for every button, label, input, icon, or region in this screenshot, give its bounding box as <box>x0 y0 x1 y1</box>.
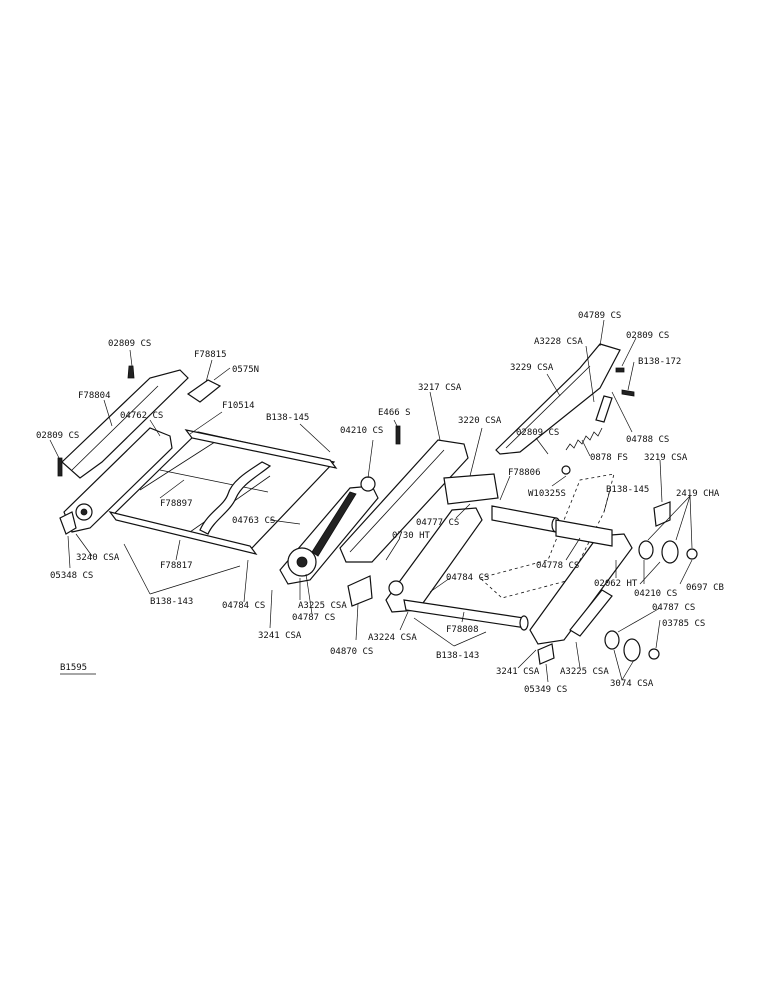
pin-02809-left <box>57 457 63 477</box>
nut-0697 <box>686 548 698 560</box>
label-04763: 04763 CS <box>232 516 275 526</box>
label-a3225-b: A3225 CSA <box>560 667 609 677</box>
label-0697: 0697 CB <box>686 583 724 593</box>
label-b138-145-b: B138-145 <box>606 485 649 495</box>
label-w10325: W10325S <box>528 489 566 499</box>
label-3074: 3074 CSA <box>610 679 654 689</box>
pin-e466 <box>395 425 401 445</box>
label-03785: 03785 CS <box>662 619 705 629</box>
label-a3224: A3224 CSA <box>368 633 417 643</box>
label-05349: 05349 CS <box>524 685 567 695</box>
left-side-frame <box>63 427 173 533</box>
label-f78806: F78806 <box>508 468 541 478</box>
label-02062: 02062 HT <box>594 579 638 589</box>
bracket-05349 <box>537 643 555 665</box>
label-02809-top: 02809 CS <box>108 339 151 349</box>
left-front-roller <box>108 511 258 555</box>
label-0878: 0878 FS <box>590 453 628 463</box>
label-b138-145-a: B138-145 <box>266 413 309 423</box>
label-b138-172: B138-172 <box>638 357 681 367</box>
leader-lines <box>49 319 693 683</box>
label-3240: 3240 CSA <box>76 553 120 563</box>
bearing-04787 <box>604 630 620 650</box>
label-a3225-a: A3225 CSA <box>298 601 347 611</box>
label-f78897: F78897 <box>160 499 193 509</box>
label-3220: 3220 CSA <box>458 416 502 426</box>
label-3241-b: 3241 CSA <box>496 667 540 677</box>
label-3241-a: 3241 CSA <box>258 631 302 641</box>
label-02809-mid: 02809 CS <box>516 428 559 438</box>
label-04789: 04789 CS <box>578 311 621 321</box>
flange-2419 <box>661 540 679 564</box>
label-f78815: F78815 <box>194 350 227 360</box>
label-04787-b: 04787 CS <box>652 603 695 613</box>
label-f10514: F10514 <box>222 401 255 411</box>
left-top-cover-edge <box>71 385 159 471</box>
left-belt-slat-2 <box>159 469 269 493</box>
pin-02809-top <box>127 365 135 379</box>
label-04870: 04870 CS <box>330 647 373 657</box>
lower-roller-end <box>519 615 529 631</box>
bearing-04210 <box>638 540 654 560</box>
center-side-frame-a3224 <box>385 507 483 613</box>
left-rear-roller <box>184 429 338 469</box>
left-frame-bracket <box>59 511 77 535</box>
pin-b138-172 <box>621 389 635 397</box>
left-frame-hub-center <box>80 508 88 516</box>
right-roller-04778 <box>555 519 613 547</box>
label-f78804: F78804 <box>78 391 111 401</box>
label-04210-b: 04210 CS <box>634 589 677 599</box>
label-f78808: F78808 <box>446 625 479 635</box>
center-roller-f78806 <box>491 505 557 533</box>
label-04778: 04778 CS <box>536 561 579 571</box>
label-e466: E466 S <box>378 408 411 418</box>
label-f78817: F78817 <box>160 561 193 571</box>
label-04784-b: 04784 CS <box>446 573 489 583</box>
tension-rod-a3228 <box>595 395 613 423</box>
diagram-id: B1595 <box>60 663 87 673</box>
label-05348: 05348 CS <box>50 571 93 581</box>
bracket-3219 <box>653 501 671 527</box>
label-2419: 2419 CHA <box>676 489 720 499</box>
label-04784-a: 04784 CS <box>222 601 265 611</box>
label-02809-left: 02809 CS <box>36 431 79 441</box>
bolt-w10325 <box>561 465 571 475</box>
bearing-plate-f78815 <box>186 379 222 403</box>
label-3219: 3219 CSA <box>644 453 688 463</box>
right-top-cover-3229 <box>495 343 621 455</box>
pin-02809-right <box>615 367 625 373</box>
label-b138-143-b: B138-143 <box>436 651 479 661</box>
label-02809-right: 02809 CS <box>626 331 669 341</box>
drive-chain-04763 <box>311 491 357 557</box>
right-frame-slot <box>569 589 613 637</box>
label-0730: 0730 HT <box>392 531 431 541</box>
center-frame-hub <box>388 580 404 596</box>
label-04788: 04788 CS <box>626 435 669 445</box>
upper-sprocket-04210 <box>360 476 376 492</box>
right-top-cover-edge <box>505 365 591 449</box>
label-3229: 3229 CSA <box>510 363 554 373</box>
left-belt-wave <box>199 461 272 535</box>
left-belt-slat-1 <box>139 439 219 491</box>
center-top-rail-3217 <box>339 439 469 563</box>
tension-spring-0878 <box>565 427 603 451</box>
label-04210-a: 04210 CS <box>340 426 383 436</box>
label-b138-143-a: B138-143 <box>150 597 193 607</box>
label-04787-a: 04787 CS <box>292 613 335 623</box>
left-top-cover <box>61 369 189 479</box>
left-right-frame-pulley-hub <box>296 556 308 568</box>
flange-3074 <box>623 638 641 662</box>
label-a3228: A3228 CSA <box>534 337 583 347</box>
label-0575n: 0575N <box>232 365 259 375</box>
label-04762: 04762 CS <box>120 411 163 421</box>
bracket-plate-3220 <box>443 473 499 505</box>
nut-03785 <box>648 648 660 660</box>
center-top-rail-edge <box>349 449 445 553</box>
label-3217: 3217 CSA <box>418 383 462 393</box>
label-04777: 04777 CS <box>416 518 459 528</box>
bracket-04870 <box>347 575 373 607</box>
